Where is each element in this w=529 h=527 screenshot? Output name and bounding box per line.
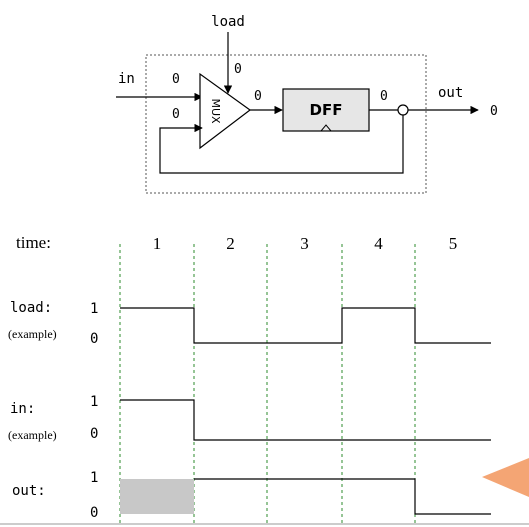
in-low-label: 0 bbox=[90, 426, 98, 442]
load-signal-label: load: bbox=[10, 300, 52, 316]
in-label: in bbox=[118, 71, 135, 87]
mux-label: MUX bbox=[209, 98, 222, 124]
cycle-label-5: 5 bbox=[449, 234, 458, 253]
circuit-dashed-boundary bbox=[145, 54, 427, 194]
load-value: 0 bbox=[234, 62, 242, 77]
cycle-gridlines bbox=[119, 244, 416, 524]
in-high-label: 1 bbox=[90, 394, 98, 410]
in-signal-label: in: bbox=[10, 401, 35, 417]
in-value: 0 bbox=[172, 72, 180, 87]
dff-box bbox=[282, 88, 370, 132]
out-undefined-region bbox=[120, 479, 194, 514]
out-value: 0 bbox=[490, 104, 498, 119]
in-example-note: (example) bbox=[8, 428, 57, 442]
cycle-label-4: 4 bbox=[374, 234, 383, 253]
out-junction-node bbox=[397, 104, 409, 116]
dff-out-value: 0 bbox=[380, 89, 388, 104]
out-low-label: 0 bbox=[90, 505, 98, 521]
load-low-label: 0 bbox=[90, 331, 98, 347]
in-waveform bbox=[120, 399, 491, 441]
out-signal-label: out: bbox=[12, 483, 46, 499]
feedback-value: 0 bbox=[172, 107, 180, 122]
cycle-label-3: 3 bbox=[300, 234, 309, 253]
timing-diagram: time: 1 2 3 4 5 load: (example) 1 0 in: (exa… bbox=[8, 233, 491, 524]
load-example-note: (example) bbox=[8, 327, 57, 341]
dff-label: DFF bbox=[310, 101, 343, 119]
register-circuit: load 0 in 0 MUX 0 0 DFF 0 out 0 bbox=[116, 14, 498, 194]
load-high-label: 1 bbox=[90, 301, 98, 317]
dff-clock-icon bbox=[320, 124, 332, 132]
cycle-label-1: 1 bbox=[153, 234, 162, 253]
time-label: time: bbox=[16, 233, 51, 252]
out-waveform bbox=[194, 478, 491, 515]
feedback-wire bbox=[159, 115, 404, 174]
out-label: out bbox=[438, 85, 463, 101]
mux-out-value: 0 bbox=[254, 89, 262, 104]
cycle-labels: 1 2 3 4 5 bbox=[153, 234, 458, 253]
load-waveform bbox=[120, 307, 491, 344]
load-label: load bbox=[211, 14, 245, 30]
mux-triangle bbox=[199, 72, 252, 150]
pointer-cursor bbox=[482, 458, 529, 497]
out-high-label: 1 bbox=[90, 470, 98, 486]
cycle-label-2: 2 bbox=[226, 234, 235, 253]
